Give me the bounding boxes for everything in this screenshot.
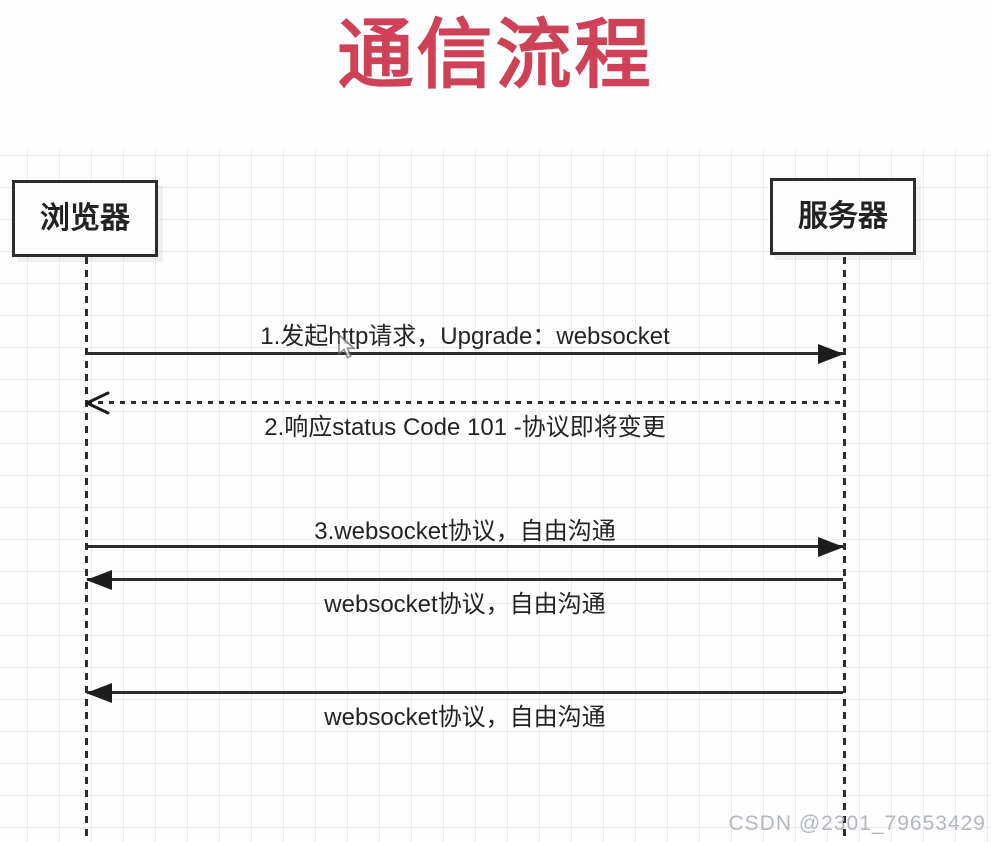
actor-browser-box: 浏览器 xyxy=(12,180,158,257)
watermark: CSDN @2301_79653429 xyxy=(728,812,986,835)
message-3-label: 3.websocket协议，自由沟通 xyxy=(314,518,616,545)
arrowhead-left-icon xyxy=(86,569,112,590)
actor-server-label: 服务器 xyxy=(798,200,888,233)
actor-browser-label: 浏览器 xyxy=(40,202,130,235)
message-1-arrow xyxy=(87,343,844,364)
arrowhead-left-icon xyxy=(86,682,112,703)
message-5-arrow xyxy=(86,682,843,703)
arrowhead-right-icon xyxy=(818,536,844,557)
message-5-label: websocket协议，自由沟通 xyxy=(324,704,606,731)
message-3-arrow xyxy=(87,536,844,557)
arrowhead-open-left-icon xyxy=(85,391,110,414)
message-4-arrow xyxy=(86,569,843,590)
page-title: 通信流程 xyxy=(337,13,654,98)
message-2-label: 2.响应status Code 101 -协议即将变更 xyxy=(264,414,666,441)
message-1-label: 1.发起http请求，Upgrade：websocket xyxy=(260,323,670,350)
lifeline-server xyxy=(843,257,846,842)
mouse-cursor-icon xyxy=(338,334,357,359)
lifeline-browser xyxy=(85,257,88,842)
message-2-arrow xyxy=(85,391,843,414)
actor-server-box: 服务器 xyxy=(770,178,916,255)
message-4-label: websocket协议，自由沟通 xyxy=(324,591,606,618)
sequence-diagram: 浏览器 服务器 1.发起http请求，Upgrade：websocket 2.响… xyxy=(0,150,991,842)
arrowhead-right-icon xyxy=(818,343,844,364)
